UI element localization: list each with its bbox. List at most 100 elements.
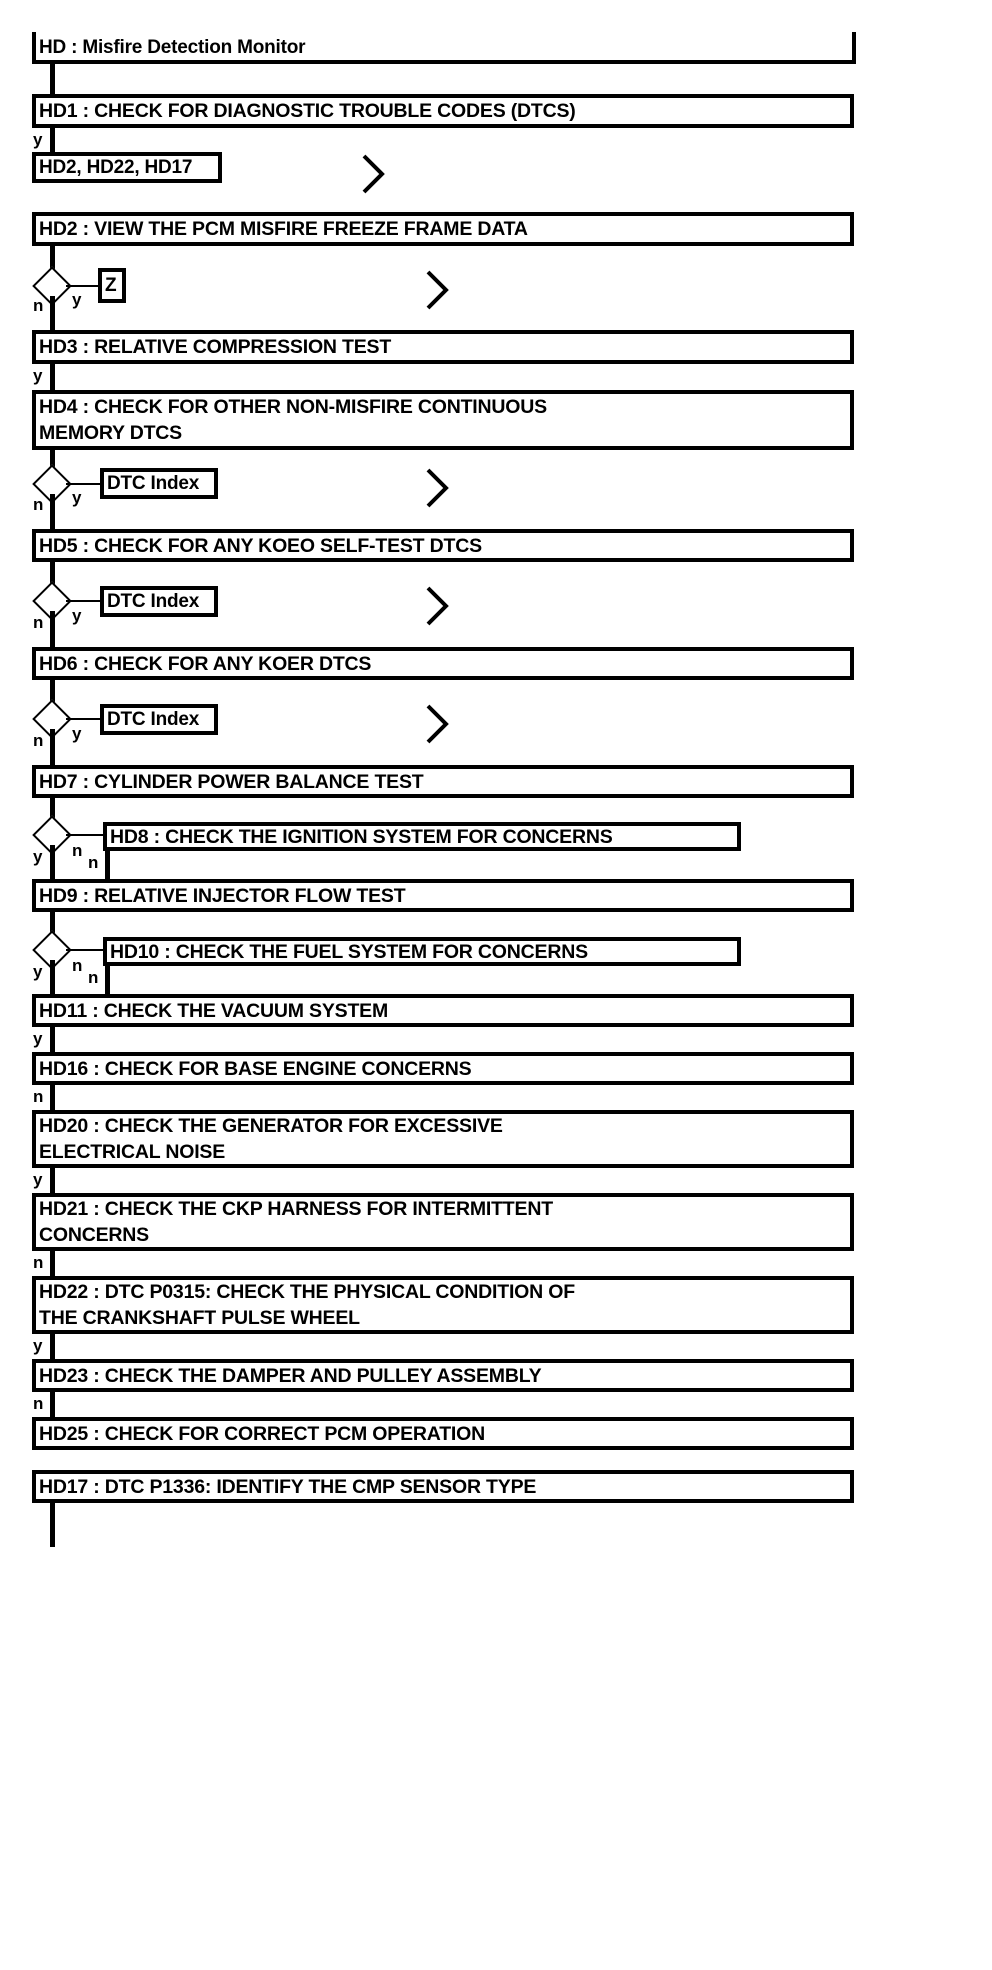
node-label: HD22 : DTC P0315: CHECK THE PHYSICAL CON… [39, 1281, 575, 1329]
connector-hd11-to-hd16 [50, 1027, 55, 1052]
connector-hd6-yes-branch [66, 718, 104, 720]
edge-label-hd9-n: n [72, 956, 83, 975]
node-label: HD6 : CHECK FOR ANY KOER DTCS [39, 652, 372, 675]
connector-hd9-yes-to-hd11 [50, 960, 55, 994]
edge-label-hd7-y: y [33, 847, 43, 866]
edge-label-hd4-n: n [33, 495, 44, 514]
node-label: HD16 : CHECK FOR BASE ENGINE CONCERNS [39, 1057, 472, 1080]
node-hd17[interactable]: HD17 : DTC P1336: IDENTIFY THE CMP SENSO… [32, 1470, 854, 1503]
edge-label-hd6-n: n [33, 731, 44, 750]
edge-label-hd6-y: y [72, 724, 82, 743]
node-label: HD4 : CHECK FOR OTHER NON-MISFIRE CONTIN… [39, 396, 547, 444]
connector-hd17-down [50, 1503, 55, 1547]
node-label: HD2, HD22, HD17 [39, 156, 193, 178]
edge-label-hd10-n: n [88, 968, 99, 987]
connector-hd2-yes-branch [66, 285, 102, 287]
node-label: Z [105, 274, 117, 296]
edge-label-hd5-n: n [33, 613, 44, 632]
connector-hd2-to-decision [50, 246, 55, 274]
edge-label-hd1-y: y [33, 130, 43, 149]
node-hd6[interactable]: HD6 : CHECK FOR ANY KOER DTCS [32, 647, 854, 680]
node-hd11[interactable]: HD11 : CHECK THE VACUUM SYSTEM [32, 994, 854, 1027]
connector-hd22-to-hd23 [50, 1334, 55, 1359]
node-hd1[interactable]: HD1 : CHECK FOR DIAGNOSTIC TROUBLE CODES… [32, 94, 854, 128]
connector-hd8-no-down [105, 851, 110, 879]
node-hd4[interactable]: HD4 : CHECK FOR OTHER NON-MISFIRE CONTIN… [32, 390, 854, 450]
node-ref-dtc-index-3[interactable]: DTC Index [100, 704, 218, 735]
node-hd23[interactable]: HD23 : CHECK THE DAMPER AND PULLEY ASSEM… [32, 1359, 854, 1392]
edge-label-hd16-n: n [33, 1087, 44, 1106]
connector-hd3-to-hd4 [50, 364, 55, 390]
connector-hd7-to-decision [50, 798, 55, 822]
node-label: HD3 : RELATIVE COMPRESSION TEST [39, 336, 392, 358]
node-label: HD9 : RELATIVE INJECTOR FLOW TEST [39, 884, 406, 907]
node-ref-hd2-hd22-hd17[interactable]: HD2, HD22, HD17 [32, 152, 222, 183]
connector-hd5-no-to-hd6 [50, 611, 55, 647]
connector-hd9-to-decision [50, 912, 55, 936]
edge-label-hd4-y: y [72, 488, 82, 507]
node-hd5[interactable]: HD5 : CHECK FOR ANY KOEO SELF-TEST DTCS [32, 529, 854, 562]
node-hd21[interactable]: HD21 : CHECK THE CKP HARNESS FOR INTERMI… [32, 1193, 854, 1251]
node-hd9[interactable]: HD9 : RELATIVE INJECTOR FLOW TEST [32, 879, 854, 912]
node-label: HD2 : VIEW THE PCM MISFIRE FREEZE FRAME … [39, 218, 528, 240]
node-hd3[interactable]: HD3 : RELATIVE COMPRESSION TEST [32, 330, 854, 364]
connector-hd1-to-ref1 [50, 128, 55, 152]
edge-label-hd21-n: n [33, 1253, 44, 1272]
node-label: HD25 : CHECK FOR CORRECT PCM OPERATION [39, 1422, 485, 1445]
offpage-connector-4-icon [424, 584, 450, 628]
edge-label-hd11-y: y [33, 1029, 43, 1048]
edge-label-hd8-n: n [88, 853, 99, 872]
edge-label-hd20-y: y [33, 1170, 43, 1189]
offpage-connector-1-icon [360, 152, 386, 196]
edge-label-hd7-n: n [72, 841, 83, 860]
node-label: DTC Index [107, 472, 200, 494]
node-label: HD8 : CHECK THE IGNITION SYSTEM FOR CONC… [110, 825, 613, 848]
node-hd20[interactable]: HD20 : CHECK THE GENERATOR FOR EXCESSIVE… [32, 1110, 854, 1168]
connector-hd6-no-to-hd7 [50, 729, 55, 765]
offpage-connector-3-icon [424, 466, 450, 510]
node-label: HD20 : CHECK THE GENERATOR FOR EXCESSIVE… [39, 1115, 503, 1163]
connector-hd9-no-branch [66, 949, 106, 951]
node-hd16[interactable]: HD16 : CHECK FOR BASE ENGINE CONCERNS [32, 1052, 854, 1085]
node-label: HD1 : CHECK FOR DIAGNOSTIC TROUBLE CODES… [39, 100, 576, 122]
edge-label-hd23-n: n [33, 1394, 44, 1413]
node-label: DTC Index [107, 590, 200, 612]
connector-hd2-no-to-hd3 [50, 296, 55, 332]
edge-label-hd2-n: n [33, 296, 44, 315]
connector-hd20-to-hd21 [50, 1168, 55, 1193]
node-hd2[interactable]: HD2 : VIEW THE PCM MISFIRE FREEZE FRAME … [32, 212, 854, 246]
connector-hd4-no-to-hd5 [50, 494, 55, 530]
node-ref-z[interactable]: Z [98, 268, 126, 303]
connector-hd7-no-branch [66, 834, 106, 836]
connector-hd6-to-decision [50, 680, 55, 706]
node-label: HD11 : CHECK THE VACUUM SYSTEM [39, 999, 389, 1022]
node-ref-dtc-index-1[interactable]: DTC Index [100, 468, 218, 499]
node-hd25[interactable]: HD25 : CHECK FOR CORRECT PCM OPERATION [32, 1417, 854, 1450]
node-label: HD7 : CYLINDER POWER BALANCE TEST [39, 770, 424, 793]
node-label: HD21 : CHECK THE CKP HARNESS FOR INTERMI… [39, 1198, 553, 1246]
offpage-connector-2-icon [424, 268, 450, 312]
connector-hd23-to-hd25 [50, 1392, 55, 1417]
connector-header-to-hd1 [50, 64, 55, 94]
node-hd10[interactable]: HD10 : CHECK THE FUEL SYSTEM FOR CONCERN… [103, 937, 741, 966]
connector-hd5-to-decision [50, 562, 55, 588]
node-label: HD5 : CHECK FOR ANY KOEO SELF-TEST DTCS [39, 534, 482, 557]
connector-hd16-to-hd20 [50, 1085, 55, 1110]
node-hd8[interactable]: HD8 : CHECK THE IGNITION SYSTEM FOR CONC… [103, 822, 741, 851]
node-hd7[interactable]: HD7 : CYLINDER POWER BALANCE TEST [32, 765, 854, 798]
connector-hd4-to-decision [50, 450, 55, 472]
connector-hd4-yes-branch [66, 483, 104, 485]
edge-label-hd2-y: y [72, 290, 82, 309]
connector-hd10-no-down [105, 966, 110, 994]
edge-label-hd22-y: y [33, 1336, 43, 1355]
node-header-hd[interactable]: HD : Misfire Detection Monitor [32, 32, 856, 64]
connector-hd21-to-hd22 [50, 1251, 55, 1276]
node-hd22[interactable]: HD22 : DTC P0315: CHECK THE PHYSICAL CON… [32, 1276, 854, 1334]
node-label: HD : Misfire Detection Monitor [39, 37, 306, 58]
connector-hd7-yes-to-hd9 [50, 845, 55, 879]
node-label: HD10 : CHECK THE FUEL SYSTEM FOR CONCERN… [110, 940, 588, 963]
node-ref-dtc-index-2[interactable]: DTC Index [100, 586, 218, 617]
node-label: HD17 : DTC P1336: IDENTIFY THE CMP SENSO… [39, 1475, 537, 1498]
connector-hd5-yes-branch [66, 600, 104, 602]
